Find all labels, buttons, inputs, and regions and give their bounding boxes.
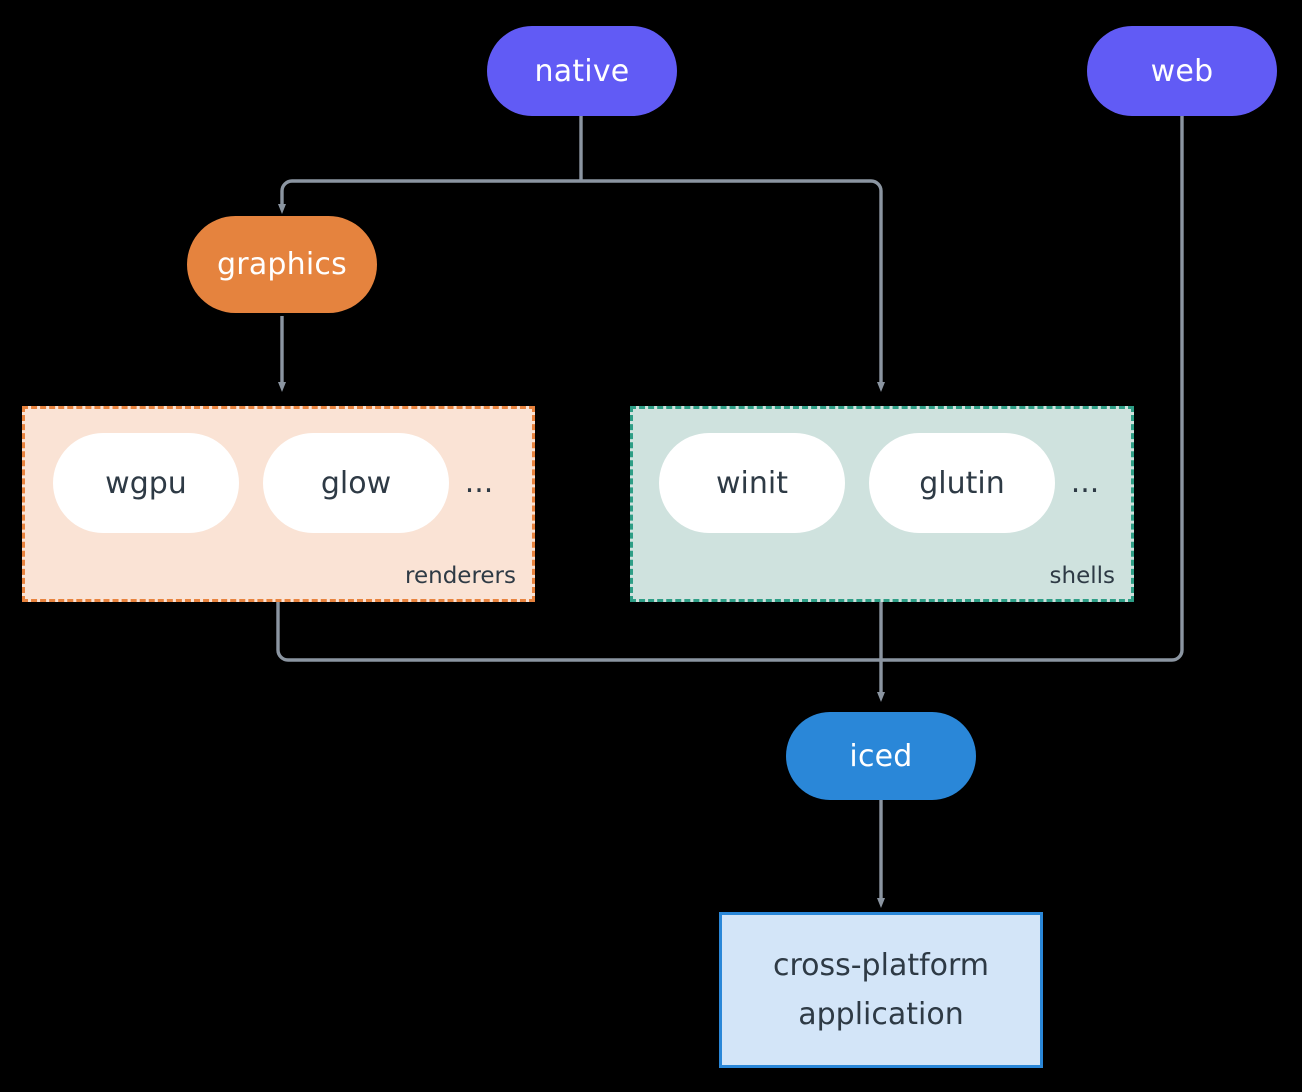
edge-renderers-to-iced xyxy=(276,602,881,662)
group-shells: winit glutin ... shells xyxy=(630,406,1134,602)
shells-items: winit glutin ... xyxy=(659,433,1115,533)
shell-item-winit-label: winit xyxy=(716,465,788,501)
node-native-label: native xyxy=(534,53,630,89)
application-label-line1: cross-platform xyxy=(772,947,990,983)
renderers-more-ellipsis: ... xyxy=(464,465,494,500)
renderer-item-wgpu-label: wgpu xyxy=(105,465,187,501)
node-web-label: web xyxy=(1150,53,1214,89)
node-iced[interactable]: iced xyxy=(786,712,976,800)
edge-native-to-graphics xyxy=(278,179,581,214)
node-web[interactable]: web xyxy=(1087,26,1277,116)
group-shells-label: shells xyxy=(1049,563,1115,589)
node-graphics[interactable]: graphics xyxy=(187,216,377,313)
node-graphics-label: graphics xyxy=(217,247,347,282)
group-renderers-label: renderers xyxy=(405,563,516,589)
edge-web-to-iced xyxy=(881,115,1184,662)
group-renderers: wgpu glow ... renderers xyxy=(22,406,535,602)
renderer-item-glow[interactable]: glow xyxy=(263,433,449,533)
shells-more-ellipsis: ... xyxy=(1070,465,1100,500)
node-cross-platform-application[interactable]: cross-platform application xyxy=(719,912,1043,1068)
shell-item-winit[interactable]: winit xyxy=(659,433,845,533)
node-native[interactable]: native xyxy=(487,26,677,116)
application-label-line2: application xyxy=(798,997,964,1032)
shell-item-glutin-label: glutin xyxy=(919,465,1005,501)
edge-native-to-shells xyxy=(581,179,885,392)
shell-item-glutin[interactable]: glutin xyxy=(869,433,1055,533)
node-iced-label: iced xyxy=(849,738,913,774)
renderers-items: wgpu glow ... xyxy=(53,433,509,533)
renderer-item-wgpu[interactable]: wgpu xyxy=(53,433,239,533)
renderer-item-glow-label: glow xyxy=(320,465,392,501)
